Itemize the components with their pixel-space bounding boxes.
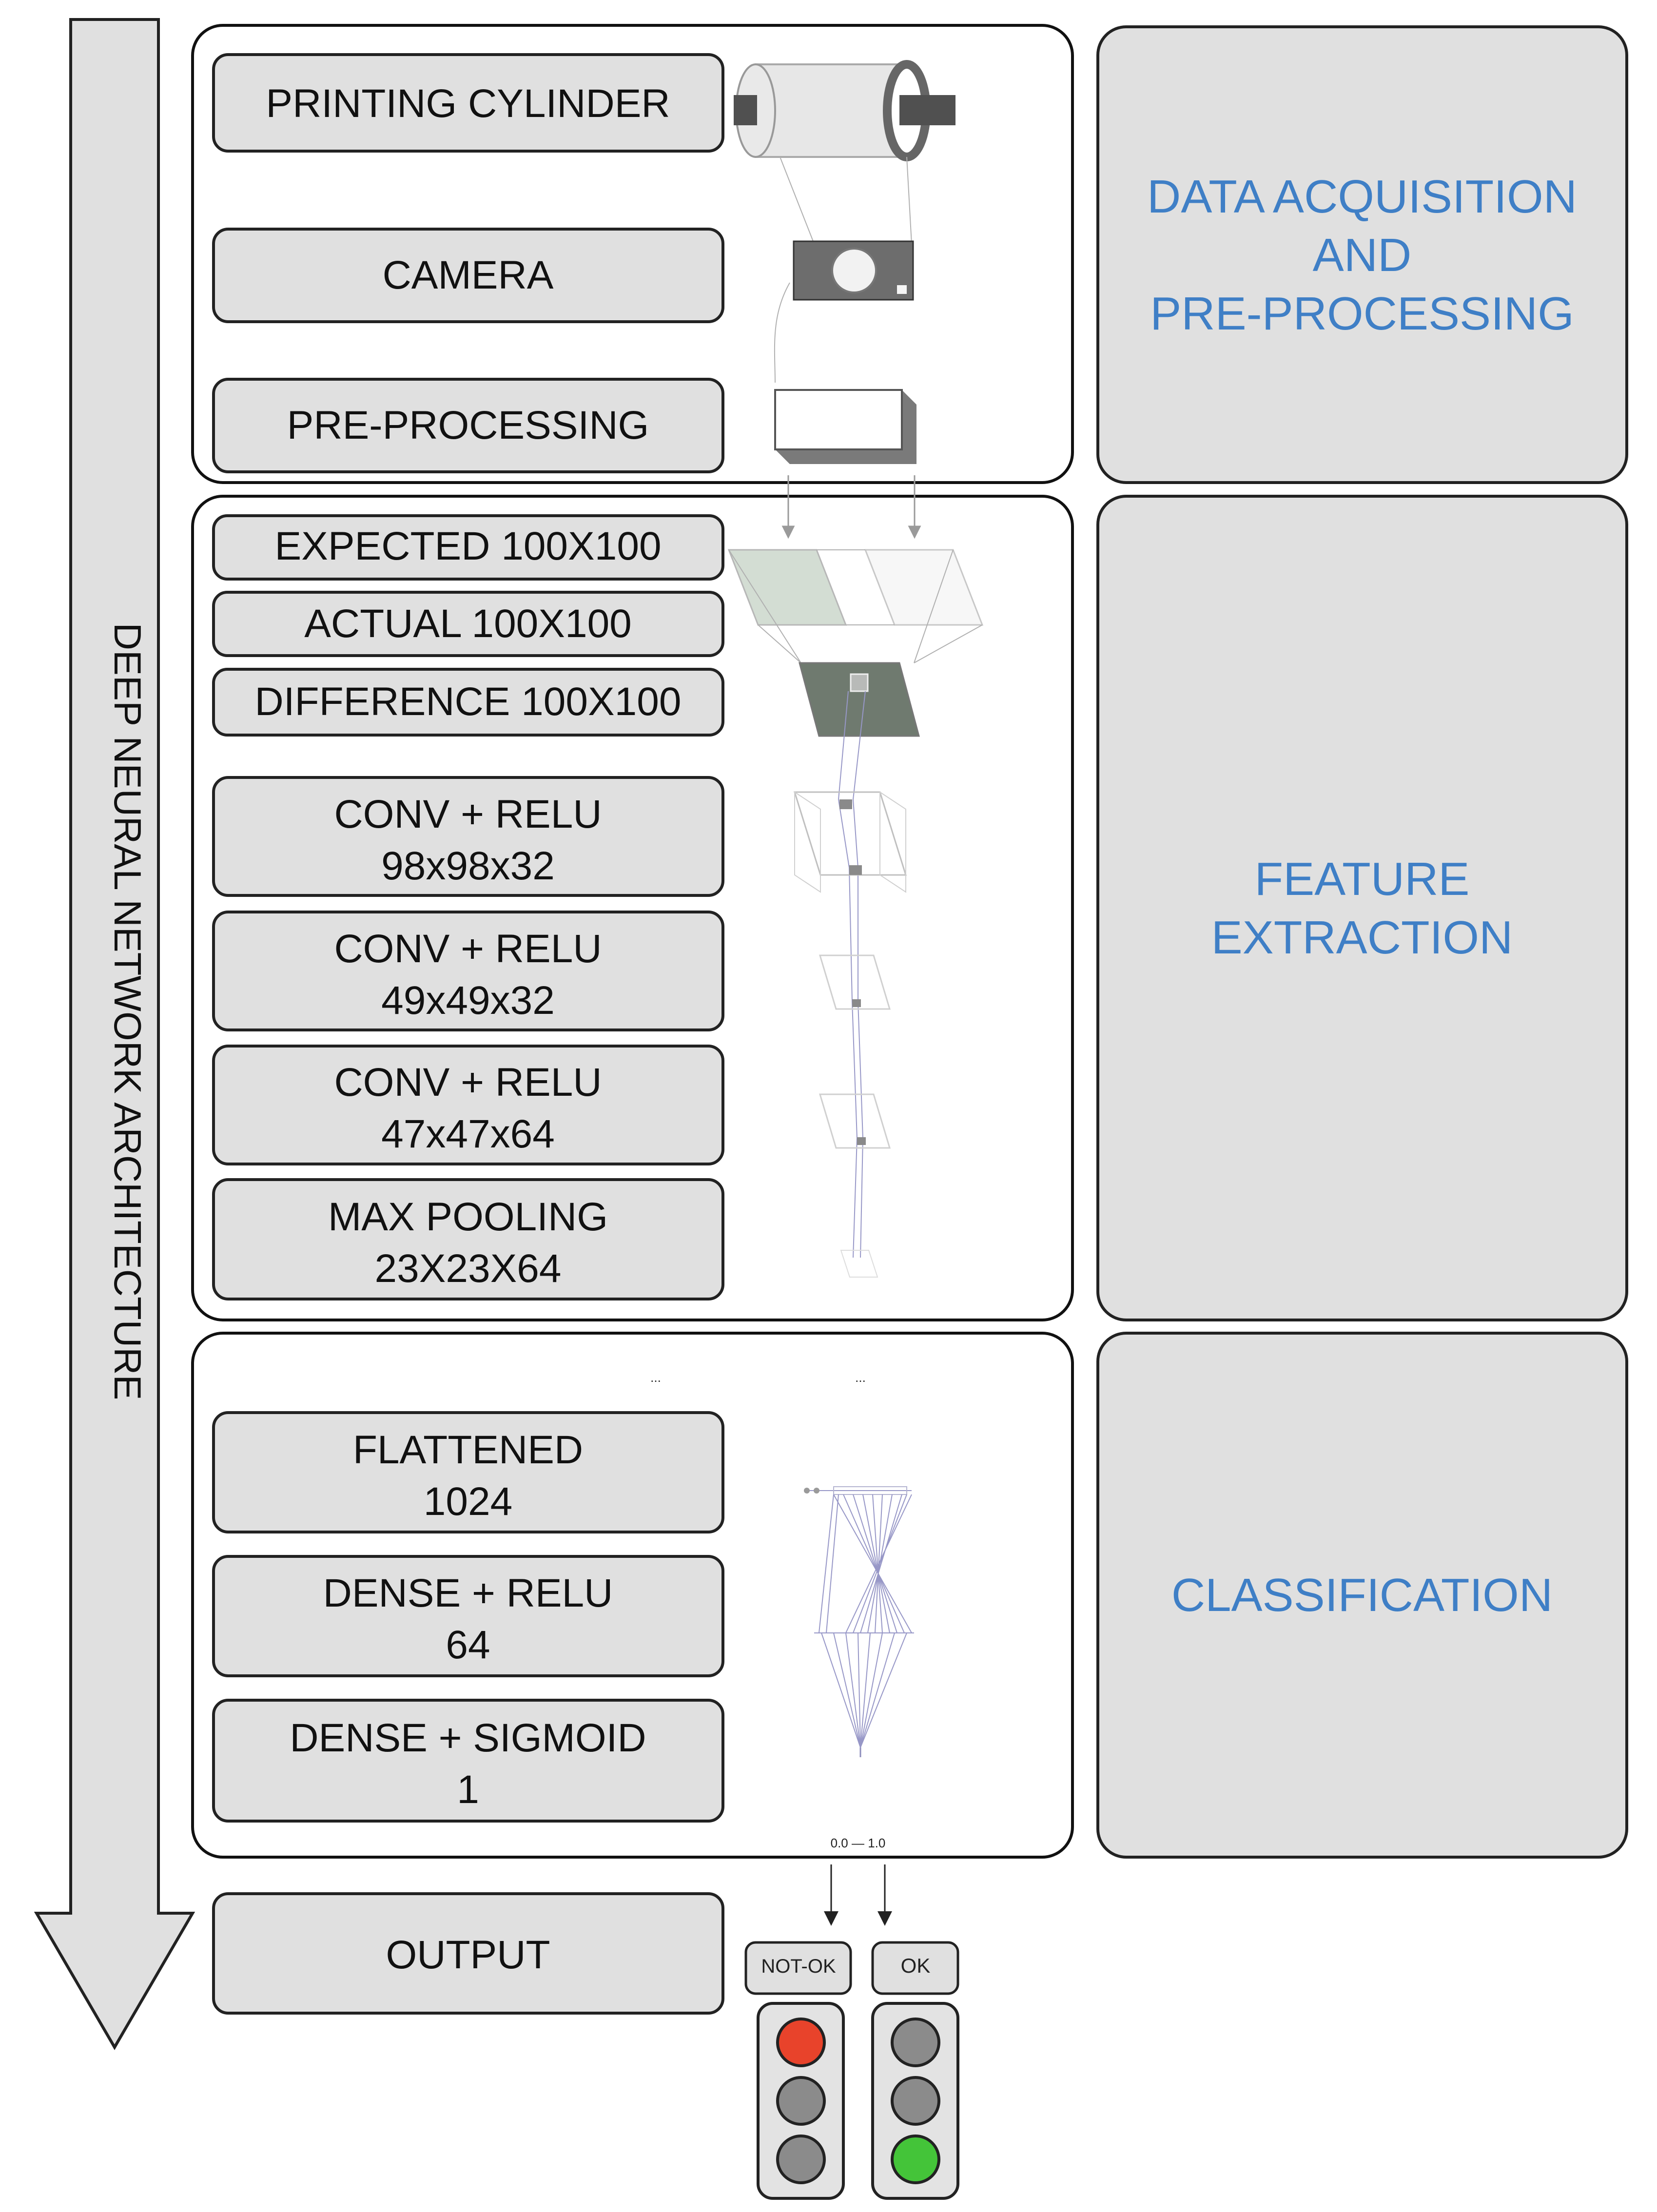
convolution-stack-icon [793, 691, 907, 1278]
stage-classification-label: CLASSIFICATION [1171, 1569, 1553, 1621]
stage-classification-box [1096, 1332, 1628, 1859]
stage-data-acquisition-line-3: PRE-PROCESSING [1150, 288, 1574, 340]
printing-cylinder-icon [734, 60, 955, 161]
camera-icon [793, 240, 914, 301]
actual-label: ACTUAL 100X100 [304, 602, 632, 646]
flattened-size: 1024 [424, 1479, 512, 1524]
expected-label: EXPECTED 100X100 [274, 524, 661, 568]
dense-sigmoid-label-box [212, 1699, 724, 1823]
output-label: OUTPUT [386, 1933, 550, 1977]
dense-relu-label-box [212, 1555, 724, 1677]
dense-relu-title: DENSE + RELU [323, 1571, 613, 1615]
stage-feature-extraction-line-2: EXTRACTION [1211, 912, 1513, 964]
camera-to-preprocessing-cables [774, 156, 912, 383]
preprocessing-label: PRE-PROCESSING [287, 403, 649, 447]
stage-feature-extraction-line-1: FEATURE [1255, 853, 1470, 905]
conv3-title: CONV + RELU [334, 1060, 602, 1105]
conv2-size: 49x49x32 [381, 978, 555, 1023]
not-ok-badge [744, 1941, 852, 1995]
pool-label-box [212, 1178, 724, 1300]
flattened-title: FLATTENED [353, 1428, 583, 1472]
stage-feature-extraction-box [1096, 495, 1628, 1321]
stage-data-acquisition-line-2: AND [1313, 229, 1412, 281]
conv3-size: 47x47x64 [381, 1112, 555, 1156]
classification-dots-left: ... [650, 1370, 661, 1385]
dense-relu-size: 64 [446, 1623, 490, 1667]
pool-title: MAX POOLING [328, 1195, 608, 1239]
camera-label: CAMERA [383, 253, 554, 297]
conv1-title: CONV + RELU [334, 792, 602, 836]
stage-data-acquisition-box [1096, 25, 1628, 484]
preprocessing-label-box [212, 378, 724, 473]
printing-cylinder-label: PRINTING CYLINDER [266, 81, 670, 126]
architecture-side-label: DEEP NEURAL NETWORK ARCHITECTURE [106, 623, 149, 1400]
output-arrows [824, 1864, 892, 1926]
dense-sigmoid-title: DENSE + SIGMOID [290, 1716, 646, 1760]
conv2-label-box [212, 911, 724, 1031]
flattened-label-box [212, 1411, 724, 1533]
ok-label: OK [901, 1954, 931, 1977]
input-planes-icon [727, 549, 984, 737]
output-label-box [212, 1892, 724, 2015]
difference-label: DIFFERENCE 100X100 [254, 679, 681, 724]
dense-network-icon [804, 1486, 914, 1757]
difference-label-box [212, 668, 724, 737]
architecture-arrow [34, 18, 195, 2050]
conv1-label-box [212, 776, 724, 897]
preprocessing-box-icon [774, 389, 916, 464]
conv3-label-box [212, 1045, 724, 1165]
output-range-label: 0.0 — 1.0 [831, 1836, 886, 1850]
conv1-size: 98x98x32 [381, 844, 555, 888]
not-ok-label: NOT-OK [761, 1956, 836, 1977]
printing-cylinder-label-box [212, 53, 724, 153]
stage-data-acquisition-line-1: DATA ACQUISITION [1147, 171, 1577, 223]
expected-label-box [212, 514, 724, 581]
actual-label-box [212, 591, 724, 657]
conv2-title: CONV + RELU [334, 927, 602, 971]
ok-badge [871, 1941, 959, 1995]
classification-dots-right: ... [855, 1370, 866, 1385]
pool-size: 23X23X64 [374, 1246, 561, 1291]
feature-arrows [781, 475, 921, 539]
dense-sigmoid-size: 1 [457, 1767, 479, 1812]
traffic-light-icon [757, 2002, 845, 2200]
camera-label-box [212, 228, 724, 323]
traffic-light-icon [871, 2002, 959, 2200]
